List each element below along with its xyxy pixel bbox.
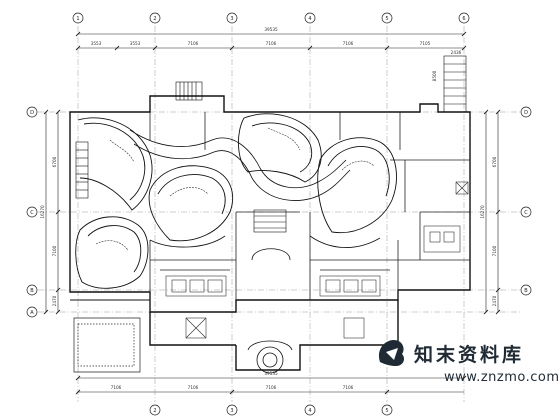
dim-top-span-4: 7106 [266,41,277,46]
grid-bubble-left-c: C [30,210,34,216]
interior-walls [149,112,470,312]
grid-bubble-bottom-4: 4 [308,408,311,414]
dim-right-span-1: 6700 [492,156,497,167]
watermark-url: www.znzmo.com [444,370,560,385]
grid-bubble-right-d: D [524,110,528,116]
furniture [95,127,469,339]
grid-bubbles [26,12,532,416]
dim-top-span-3: 7106 [188,41,199,46]
dim-top-span-6: 7105 [420,41,431,46]
dim-bottom-span-1: 7106 [111,385,122,390]
stairs [75,55,467,233]
grid-bubble-top-3: 3 [230,16,233,22]
grid-bubble-left-d: D [30,110,34,116]
dim-bottom-span-2: 7106 [188,385,199,390]
grid-bubble-bottom-3: 3 [230,408,233,414]
watermark-text: 知末资料库 [414,344,525,366]
dimension-lines [43,31,501,395]
dim-left-overall: 16270 [40,205,45,219]
grid-bubble-bottom-2: 2 [153,408,156,414]
brand-logo-icon [378,340,404,366]
grid-bubble-top-4: 4 [308,16,311,22]
dim-top-span-5: 7106 [343,41,354,46]
dim-right-overall: 16270 [480,205,485,219]
dim-right-span-3: 2470 [492,295,497,306]
grid-bubble-right-b: B [524,288,528,294]
dim-left-span-3: 2470 [52,295,57,306]
circulation-corridor [129,129,381,248]
grid-bubble-top-5: 5 [385,16,388,22]
grid-bubble-right-c: C [524,210,528,216]
dim-top-span-1: 3553 [91,41,102,46]
dim-top-span-2: 3553 [130,41,141,46]
dim-right-span-2: 7100 [492,245,497,256]
grid-bubble-top-1: 1 [76,16,79,22]
left-terrace [73,317,141,373]
dim-left-span-1: 6700 [52,156,57,167]
entrance-rotunda [247,248,293,374]
grid-bubble-top-6: 6 [462,16,465,22]
dim-left-span-2: 7100 [52,245,57,256]
dim-top-overall: 39535 [264,27,278,32]
dim-bottom-span-3: 7106 [266,385,277,390]
grid-bubble-left-b: B [30,288,34,294]
dim-bottom-overall: 39535 [264,371,278,376]
grid-bubble-top-2: 2 [153,16,156,22]
dim-top-right-small: 2436 [451,50,462,55]
dim-bottom-span-4: 7106 [343,385,354,390]
watermark: 知末资料库 www.znzmo.com [372,326,560,420]
grid-bubble-left-a: A [30,310,34,316]
grid-bubble-bottom-5: 5 [385,408,388,414]
dim-stair-note: 8500 [432,70,437,81]
